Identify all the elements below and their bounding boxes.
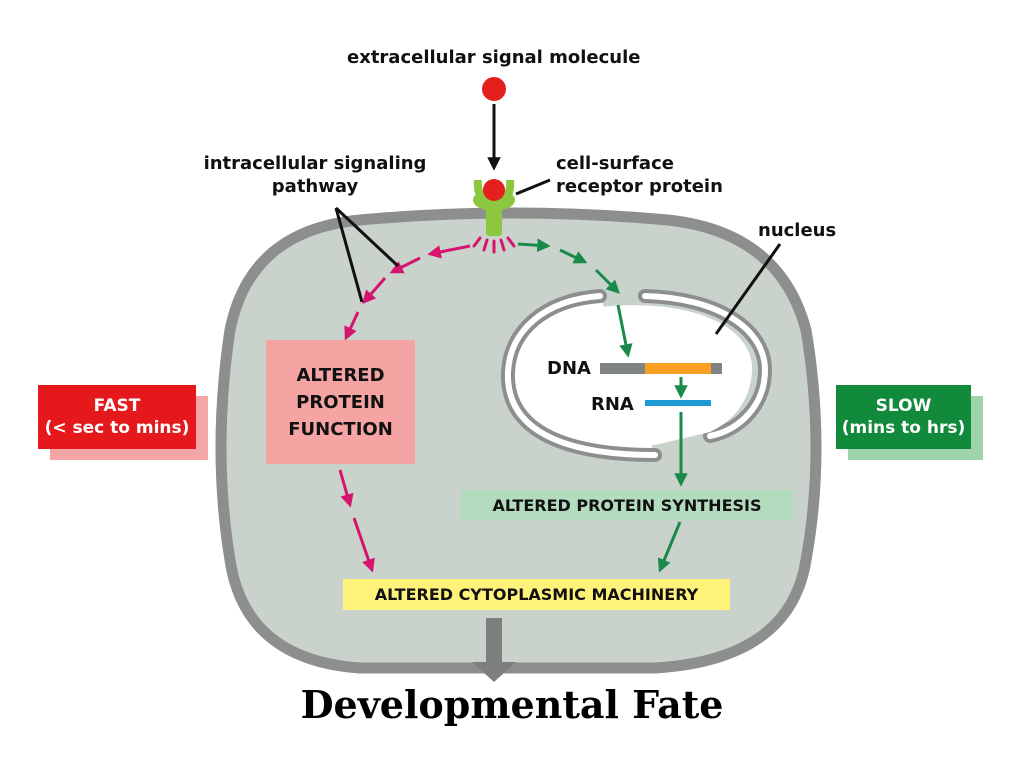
altered-function-line1: ALTERED [296, 364, 385, 386]
receptor-label-line2: receptor protein [556, 176, 723, 197]
output-arrow [472, 618, 516, 682]
developmental-fate-title: Developmental Fate [300, 682, 724, 727]
slow-box-line2: (mins to hrs) [841, 418, 966, 438]
slow-box-line1: SLOW [875, 396, 932, 416]
altered-function-line2: PROTEIN [296, 391, 385, 413]
receptor-label: cell-surface receptor protein [556, 152, 723, 198]
slow-pathway-arrows [517, 238, 688, 573]
pathway-label-line2: pathway [271, 176, 359, 197]
receptor-label-line1: cell-surface [556, 153, 674, 174]
altered-function-line3: FUNCTION [288, 418, 393, 440]
rna-strand [645, 400, 711, 406]
receptor-protein [473, 179, 515, 236]
altered-protein-synthesis-box: ALTERED PROTEIN SYNTHESIS [461, 490, 793, 520]
nucleus [500, 289, 773, 462]
fast-box: FAST (< sec to mins) [38, 385, 196, 449]
pathway-label-line1: intracellular signaling [203, 153, 427, 174]
fast-pathway-arrows [338, 244, 471, 573]
gene-segment [645, 363, 711, 374]
nucleus-label: nucleus [758, 220, 837, 241]
altered-protein-function-box: ALTERED PROTEIN FUNCTION [266, 340, 415, 464]
leader-lines [334, 178, 782, 335]
signal-molecule-label: extracellular signal molecule [347, 47, 641, 68]
fast-box-line1: FAST [93, 396, 141, 416]
fast-box-line2: (< sec to mins) [44, 418, 190, 438]
altered-cytoplasmic-machinery-box: ALTERED CYTOPLASMIC MACHINERY [343, 579, 730, 610]
signal-molecule [482, 77, 506, 101]
pathway-label: intracellular signaling pathway [203, 152, 427, 198]
activation-ticks [472, 236, 516, 254]
dna-label: DNA [547, 358, 591, 379]
rna-label: RNA [591, 394, 634, 415]
slow-box: SLOW (mins to hrs) [836, 385, 971, 449]
